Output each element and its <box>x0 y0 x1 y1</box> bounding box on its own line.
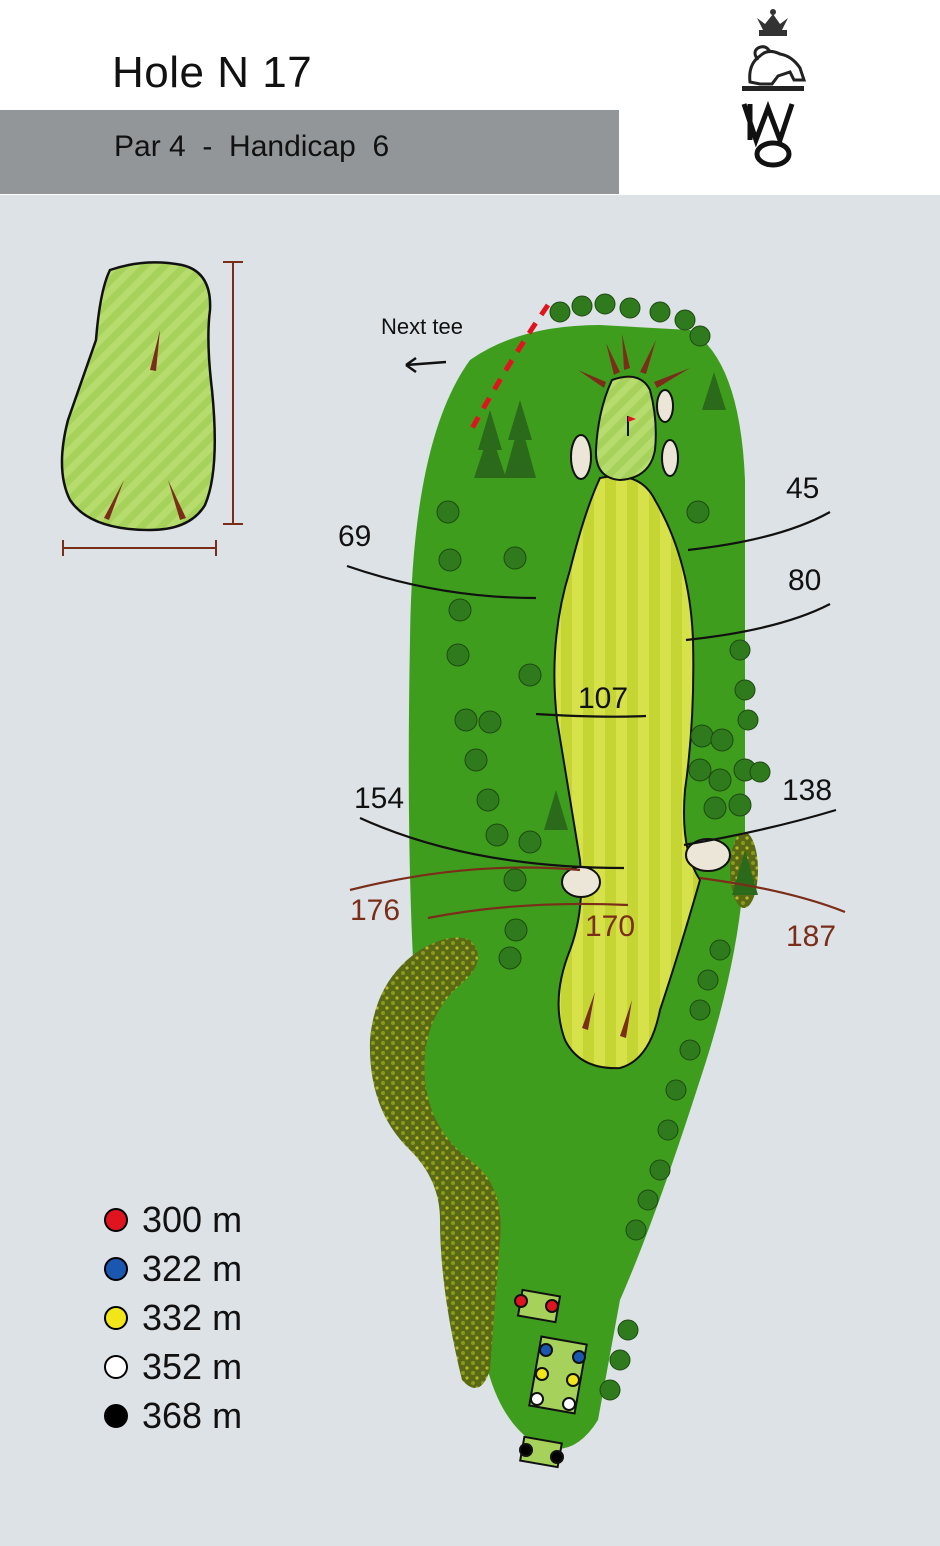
distance-176: 176 <box>350 894 401 927</box>
bunker <box>570 434 592 480</box>
distance-80: 80 <box>788 564 822 597</box>
heavy-rough <box>369 937 501 1388</box>
putting-green <box>594 375 657 482</box>
path-to-next-tee <box>467 303 551 434</box>
club-logo-icon <box>741 9 807 168</box>
legend-item: 368 m <box>104 1391 242 1440</box>
hole-map <box>60 261 846 1469</box>
bunker <box>685 838 731 872</box>
legend-label: 368 m <box>142 1394 243 1436</box>
distance-187: 187 <box>786 920 837 953</box>
tee-blue-icon <box>104 1256 128 1281</box>
legend-label: 300 m <box>142 1198 243 1240</box>
distance-138: 138 <box>782 774 833 807</box>
legend-item: 300 m <box>104 1195 242 1244</box>
subtitle-bar <box>0 110 619 194</box>
green-inset <box>60 261 243 556</box>
tee-red-icon <box>104 1207 128 1232</box>
distance-154: 154 <box>354 782 405 815</box>
distance-45: 45 <box>786 472 820 505</box>
hole-title: Hole N 17 <box>112 48 313 97</box>
distance-170: 170 <box>585 910 636 943</box>
tee-white-icon <box>104 1354 128 1379</box>
bunker <box>561 866 601 898</box>
legend-item: 322 m <box>104 1244 242 1293</box>
tee-markers <box>514 1294 586 1464</box>
tee-yellow-icon <box>104 1305 128 1330</box>
distance-69: 69 <box>338 520 372 553</box>
distance-107: 107 <box>578 682 629 715</box>
arrow-left-icon <box>405 356 447 374</box>
tee-legend: 300 m 322 m 332 m 352 m 368 m <box>104 1195 242 1440</box>
conifers <box>474 372 758 895</box>
bunker <box>661 439 679 477</box>
legend-label: 322 m <box>142 1247 243 1289</box>
legend-label: 332 m <box>142 1296 243 1338</box>
trees <box>436 293 771 1401</box>
tee-black-icon <box>104 1403 128 1428</box>
legend-label: 352 m <box>142 1345 243 1387</box>
legend-item: 352 m <box>104 1342 242 1391</box>
legend-item: 332 m <box>104 1293 242 1342</box>
next-tee-label: Next tee <box>381 314 463 339</box>
hole-subtitle: Par 4 - Handicap 6 <box>114 130 390 163</box>
bunker <box>656 389 674 423</box>
